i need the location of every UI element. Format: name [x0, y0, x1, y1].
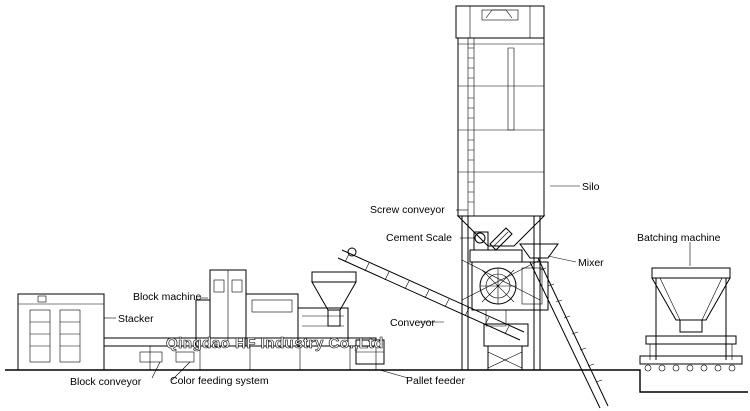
label-block-conveyor: Block conveyor — [70, 376, 142, 388]
label-mixer: Mixer — [578, 257, 604, 269]
label-pallet-feeder: Pallet feeder — [406, 375, 465, 387]
watermark: Qingdao HF Industry Co.,Ltd — [166, 335, 384, 352]
color-feeding-hopper — [311, 271, 357, 327]
labels: Silo Screw conveyor Cement Scale Batchin… — [70, 181, 721, 388]
belt-conveyor — [337, 247, 529, 370]
label-silo: Silo — [582, 181, 600, 193]
mixer — [471, 243, 559, 327]
label-conveyor: Conveyor — [390, 317, 435, 329]
label-screw-conveyor: Screw conveyor — [370, 204, 445, 216]
batching-machine — [639, 267, 743, 372]
label-batching-machine: Batching machine — [637, 232, 721, 244]
leader-lines — [104, 185, 691, 381]
label-stacker: Stacker — [118, 313, 154, 325]
label-cement-scale: Cement Scale — [386, 232, 452, 244]
silo — [455, 5, 546, 370]
mixer-discharge-conveyor — [529, 257, 609, 409]
stacker — [17, 293, 105, 371]
screw-conveyor — [489, 227, 513, 251]
label-block-machine: Block machine — [133, 291, 201, 303]
ground-line — [5, 369, 748, 393]
block-conveyor — [103, 337, 377, 370]
label-color-feeding-system: Color feeding system — [170, 375, 269, 387]
pallet-feeder — [355, 339, 385, 365]
